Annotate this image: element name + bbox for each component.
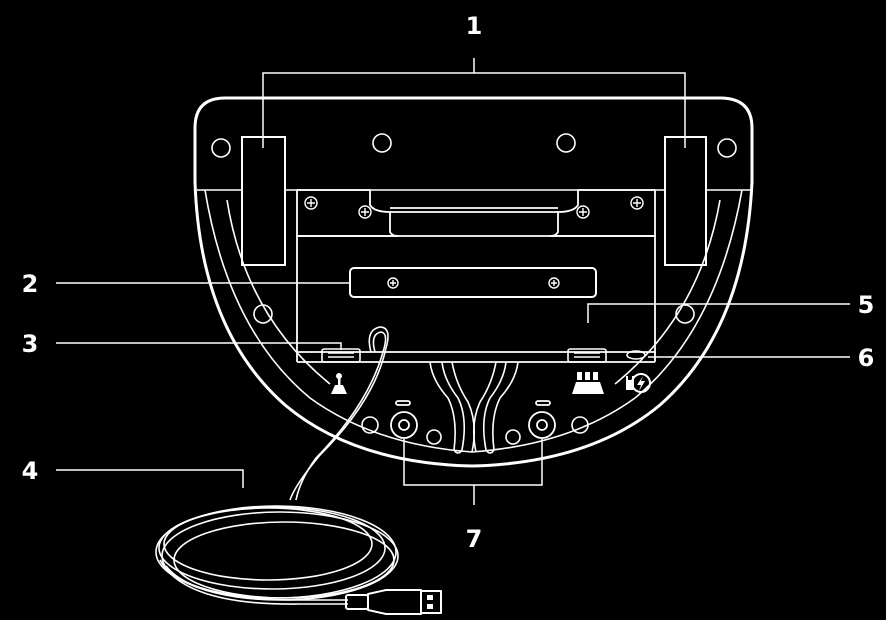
shifter-icon — [331, 373, 347, 394]
mounting-hole — [571, 416, 589, 434]
power-port — [626, 350, 646, 360]
mounting-hole — [556, 133, 576, 153]
screw-icon — [304, 196, 318, 210]
clamp-bracket — [296, 189, 656, 237]
power-plug-icon — [626, 373, 651, 393]
mounting-hole — [253, 304, 273, 324]
mounting-hole — [717, 138, 737, 158]
device-body — [193, 96, 754, 468]
mounting-hole — [372, 133, 392, 153]
mounting-hole — [675, 304, 695, 324]
mounting-hole — [361, 416, 379, 434]
mounting-hole — [211, 138, 231, 158]
leader-lines — [56, 58, 850, 505]
screw-icon — [358, 205, 372, 219]
pedals-icon — [572, 372, 604, 394]
cable-management-panel — [296, 236, 656, 363]
shifter-port — [321, 348, 361, 363]
callout-5: 5 — [858, 291, 875, 319]
callout-7: 7 — [466, 525, 483, 553]
pedals-port — [567, 348, 607, 363]
mounting-hole — [426, 429, 442, 445]
screw-icon — [387, 277, 399, 289]
screws — [304, 196, 644, 289]
usb-plug-icon — [345, 589, 442, 615]
callout-1: 1 — [466, 12, 483, 40]
callout-6: 6 — [858, 344, 875, 372]
callout-2: 2 — [22, 270, 39, 298]
mounting-holes — [211, 133, 737, 445]
rubber-foot-left — [241, 136, 286, 266]
lower-mounting-points — [390, 400, 556, 439]
usb-cable — [155, 326, 399, 605]
mounting-hole — [505, 429, 521, 445]
screw-icon — [576, 205, 590, 219]
screw-icon — [630, 196, 644, 210]
inner-outline — [197, 189, 750, 453]
cable-channels — [429, 361, 519, 454]
rubber-foot-right — [664, 136, 707, 266]
callout-4: 4 — [22, 457, 39, 485]
screw-icon — [548, 277, 560, 289]
callout-3: 3 — [22, 330, 39, 358]
